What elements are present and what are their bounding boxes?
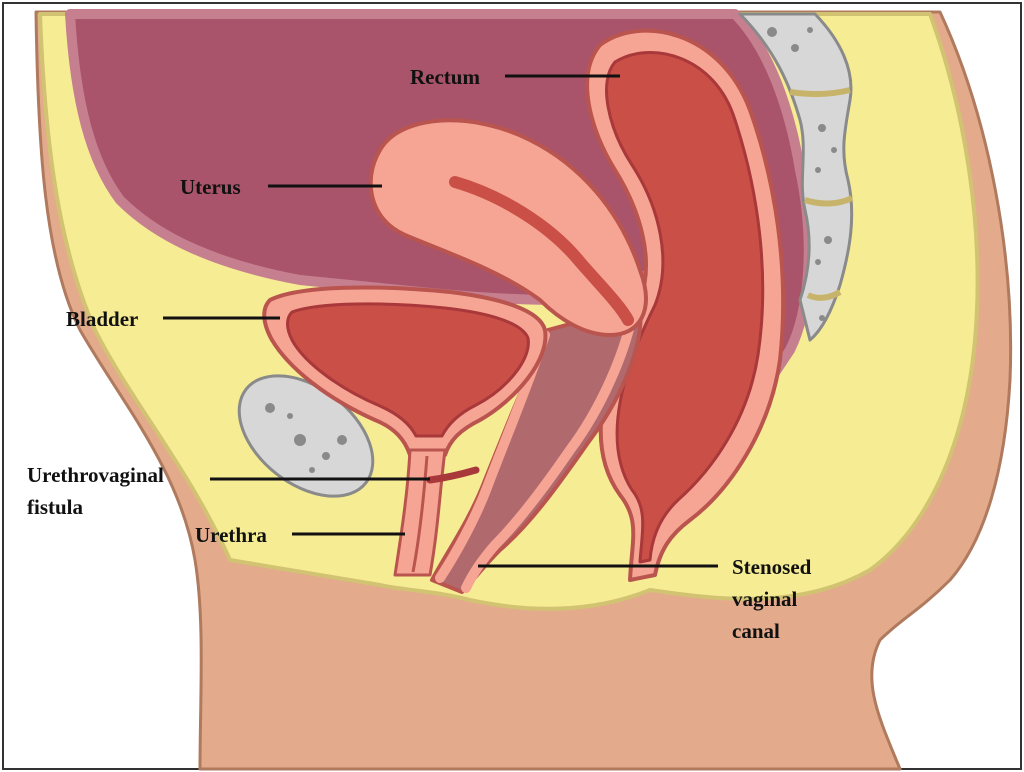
uterus-label: Uterus xyxy=(180,175,241,199)
fistula-label-line2: fistula xyxy=(27,495,84,519)
pubic-bone xyxy=(237,374,375,498)
rectum-organ xyxy=(585,28,786,582)
stenosed-label-line1: Stenosed xyxy=(732,555,812,579)
bladder-organ xyxy=(262,285,548,457)
sacral-disc xyxy=(806,289,842,301)
stenosed-label-line2: vaginal xyxy=(732,587,798,611)
uterus-organ xyxy=(368,118,648,337)
stenosed-label-line3: canal xyxy=(732,619,780,643)
bladder-label: Bladder xyxy=(66,307,138,331)
urethra-label: Urethra xyxy=(195,523,267,547)
fistula-label-line1: Urethrovaginal xyxy=(27,463,164,487)
sacrum-bone xyxy=(738,12,854,342)
fistula-tract xyxy=(426,466,480,484)
sacral-disc xyxy=(789,87,851,98)
rectum-label: Rectum xyxy=(410,65,480,89)
sacral-disc xyxy=(804,195,854,207)
